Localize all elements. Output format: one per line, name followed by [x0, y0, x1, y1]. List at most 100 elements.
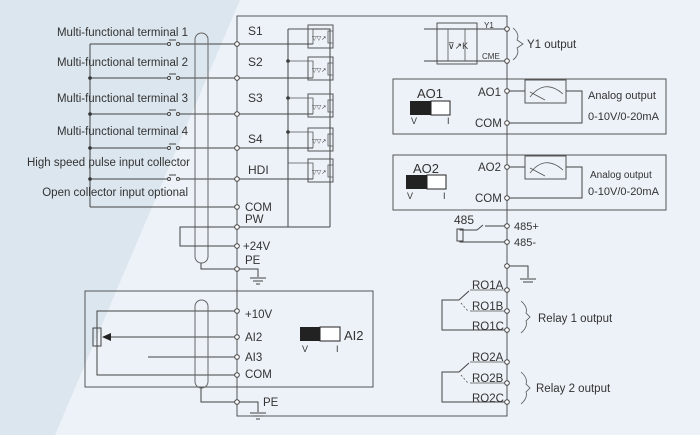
rs485-label: 485 [454, 213, 474, 227]
opto-bus-tap [288, 28, 314, 44]
input-label-2: Multi-functional terminal 2 [57, 57, 188, 69]
ao1-section: AO1 V I AO1 COM Analog output 0-10V/0-20… [392, 78, 667, 135]
terminal-point [234, 399, 240, 405]
ao1-terminal: AO1 [478, 87, 501, 99]
potentiometer-icon [92, 327, 102, 347]
terminal-point [234, 266, 240, 272]
switch-contact [176, 112, 180, 116]
ao1-switch-i: I [447, 116, 450, 126]
pot-wire [96, 310, 237, 376]
terminal-hdi: HDI [248, 163, 269, 177]
opto-bus-tap [288, 60, 314, 78]
terminal-point [234, 75, 240, 81]
terminal-point [234, 243, 240, 249]
ao2-section: AO2 V I AO2 COM Analog output 0-10V/0-20… [392, 154, 667, 211]
background-band [0, 0, 240, 435]
terminal-point [234, 372, 240, 378]
relay1-label: Relay 1 output [538, 313, 613, 325]
terminal-pe: PE [245, 255, 261, 267]
terminal-10v: +10V [245, 309, 273, 321]
opto-diode-icon: ▽▽↗ [312, 105, 326, 111]
ai2-dip-switch[interactable] [300, 326, 341, 342]
ao2-dip-switch[interactable] [406, 174, 447, 190]
terminal-point [504, 263, 510, 269]
ro2b-terminal: RO2B [472, 373, 504, 385]
switch-contact [176, 42, 180, 46]
ao2-switch-v: V [407, 191, 413, 201]
opto-bus-tap [288, 97, 314, 114]
ao2-title: AO2 [413, 161, 439, 176]
ao1-title: AO1 [417, 86, 443, 101]
ai2-switch-i: I [336, 344, 339, 354]
shield-ground-wire [200, 263, 237, 270]
switch-contact [167, 146, 171, 150]
terminal-point [504, 287, 510, 293]
ao2-com-terminal: COM [475, 193, 502, 205]
analog-shield-ground [200, 388, 237, 403]
opto-bus-tap [288, 162, 314, 179]
junction-dot [88, 177, 92, 181]
ground-icon [237, 268, 266, 285]
rs485-section: 485 485+ 485- [454, 213, 539, 283]
switch-contact [176, 177, 180, 181]
optocoupler-icon [307, 158, 334, 183]
relay1-brace [520, 300, 531, 334]
ro2a-terminal: RO2A [472, 352, 504, 364]
relay2-brace [520, 371, 531, 405]
terminal-point [504, 26, 510, 32]
ao2-terminal: AO2 [478, 162, 501, 174]
opto-output [327, 99, 333, 113]
switch-contact [167, 112, 171, 116]
input-label-1: Multi-functional terminal 1 [57, 27, 188, 39]
terminal-com: COM [245, 202, 272, 214]
relay2-section: RO2A RO2B RO2C Relay 2 output [441, 352, 611, 405]
ao2-switch-i: I [443, 191, 446, 201]
terminal-s2: S2 [248, 55, 263, 69]
terminal-point [234, 224, 240, 230]
optocoupler-icon [307, 56, 334, 81]
ao2-label: Analog output [590, 170, 652, 181]
terminal-point [504, 399, 510, 405]
resistor-icon [456, 228, 464, 242]
ao2-range: 0-10V/0-20mA [588, 186, 660, 198]
rs485-minus: 485- [514, 237, 536, 249]
pw-24v-jumper [179, 226, 237, 247]
drive-box [236, 15, 508, 417]
terminal-point [504, 120, 510, 126]
switch-contact [167, 42, 171, 46]
terminal-24v: +24V [243, 241, 271, 253]
terminal-s3: S3 [248, 91, 263, 105]
wiper-arrow-icon [102, 333, 111, 341]
terminal-point [504, 359, 510, 365]
terminal-point [504, 195, 510, 201]
ro1c-terminal: RO1C [472, 321, 504, 333]
opto-output [327, 62, 333, 76]
terminal-pw: PW [245, 214, 264, 226]
terminal-ai2: AI2 [245, 332, 262, 344]
analog-input-section: +10V AI2 AI3 COM PE AI2 V I [84, 290, 374, 420]
ao1-dip-switch[interactable] [410, 100, 451, 116]
opto-diode-icon: ▽▽↗ [312, 139, 326, 145]
ai2-switch-v: V [302, 344, 308, 354]
digital-inputs: Multi-functional terminal 1 Multi-functi… [27, 24, 334, 285]
terminal-point [504, 239, 510, 245]
terminal-com-analog: COM [245, 369, 272, 381]
analog-input-box [84, 290, 374, 388]
switch-contact [167, 76, 171, 80]
y1-phototransistor-icon: ⊽↗K [448, 41, 468, 51]
opto-diode-icon: ▽▽↗ [312, 68, 326, 74]
y1-output-section: ⊽↗K Y1 CME Y1 output [424, 21, 577, 65]
ao1-range: 0-10V/0-20mA [588, 111, 660, 123]
terminal-point [504, 308, 510, 314]
relay2-label: Relay 2 output [536, 383, 611, 395]
switch-contact [167, 177, 171, 181]
optocoupler-icon [307, 93, 334, 118]
opto-diode-icon: ▽▽↗ [312, 36, 326, 42]
opto-bus-tap [288, 131, 314, 148]
input-label-5: High speed pulse input collector [27, 157, 190, 169]
junction-dot [88, 146, 92, 150]
switch-contact [176, 76, 180, 80]
terminal-s4: S4 [248, 132, 263, 146]
terminal-point [504, 223, 510, 229]
